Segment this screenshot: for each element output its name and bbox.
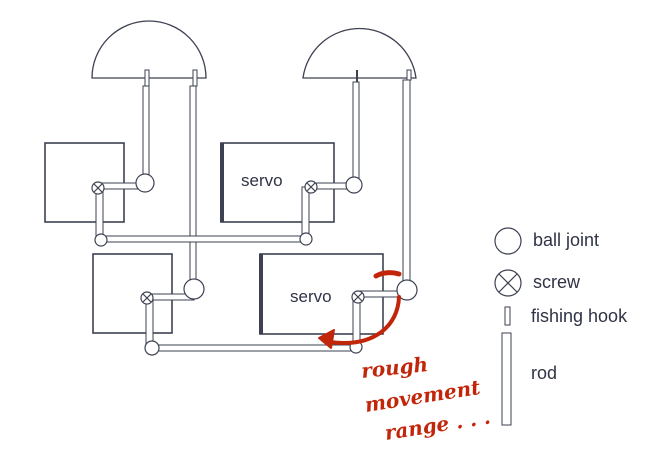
hook-right-b [406,69,412,81]
rod-right-b [402,79,411,291]
screw-icon [140,291,154,305]
range-arrowhead [318,329,335,349]
link-tl-vertical [95,186,104,240]
screw-icon [91,181,105,195]
ball-joint-icon [144,340,160,356]
legend-fishing-hook-icon [504,306,511,326]
ball-joint-icon [345,176,363,194]
ball-joint-icon [299,232,313,246]
range-arc [328,295,401,345]
rod-left-b [189,85,197,291]
screw-icon [351,290,365,304]
rod-right-a [352,81,360,183]
ball-joint-icon [183,278,205,300]
right-dome [302,27,417,79]
hook-left-a [144,69,150,87]
servo-bottom-label: servo [290,287,332,306]
hook-left-b [192,69,198,87]
legend-fishing-hook-label: fishing hook [531,306,628,326]
legend-ball-joint-label: ball joint [533,230,599,250]
rod-cross-top [100,235,308,243]
rod-left-a [142,85,150,185]
ball-joint-icon [94,233,108,247]
range-top-tick [373,270,402,279]
annotation-line-1: rough [360,352,429,383]
legend-rod-icon [501,332,512,426]
servo-top-label: servo [241,171,283,190]
legend: ball joint screw fishing hook rod [494,227,628,426]
screw-icon [304,180,318,194]
legend-rod-label: rod [531,363,557,383]
legend-ball-joint-icon [494,227,522,255]
legend-screw-label: screw [533,272,581,292]
ball-joint-icon [396,279,418,301]
ball-joint-icon [135,173,155,193]
left-dome [91,20,207,79]
legend-screw-icon [494,269,522,297]
link-ts-vertical [301,186,310,240]
